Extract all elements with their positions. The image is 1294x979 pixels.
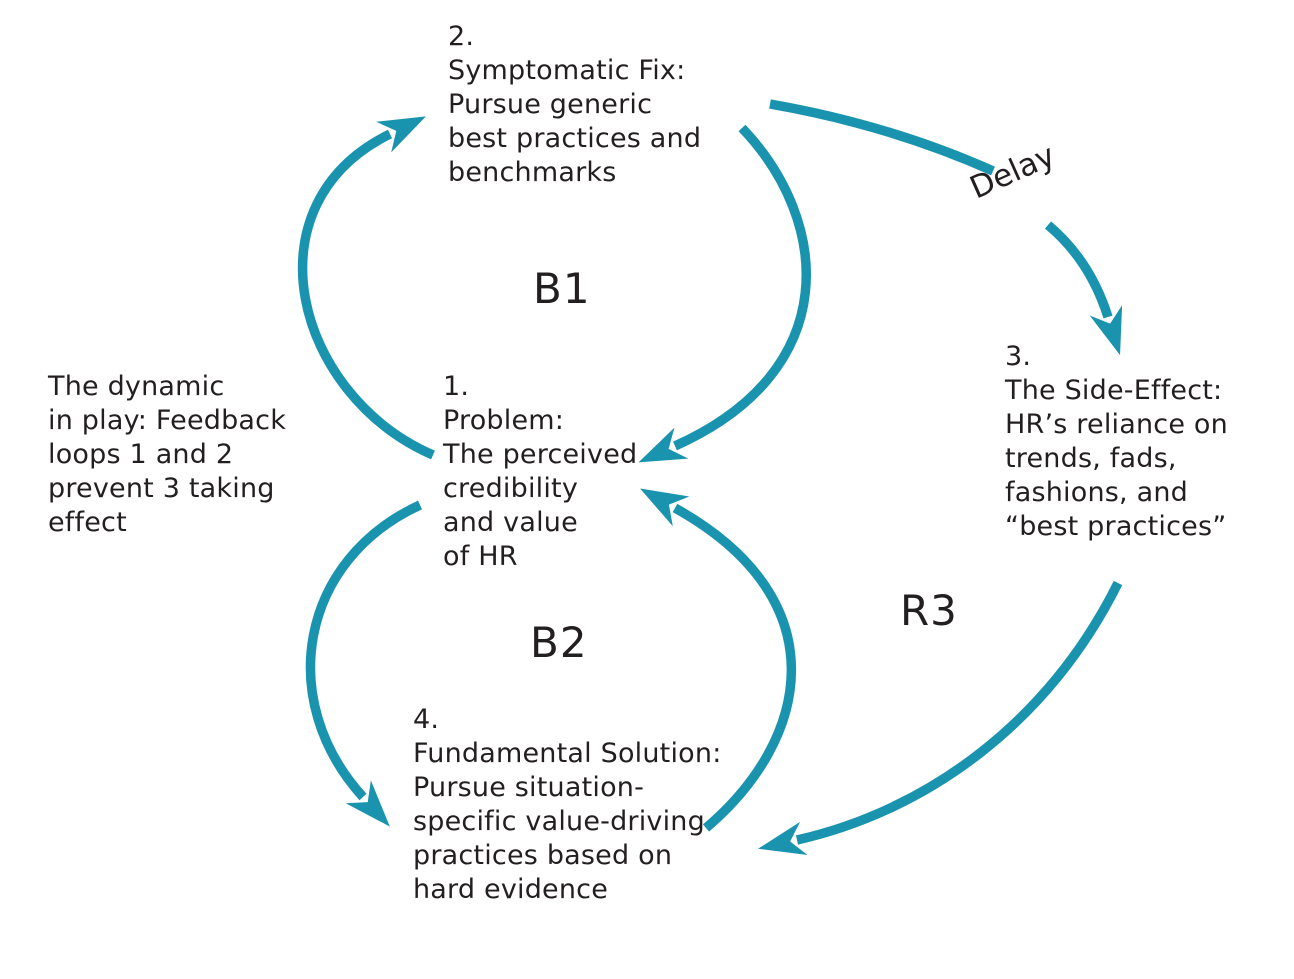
arrow-symptomatic-fix-to-problem bbox=[638, 124, 811, 463]
node-problem: 1. Problem: The perceived credibility an… bbox=[443, 371, 638, 572]
node-fundamental-solution: 4. Fundamental Solution: Pursue situatio… bbox=[413, 704, 722, 905]
loop-label-b1: B1 bbox=[533, 264, 591, 313]
node-side-effect: 3. The Side-Effect: HR’s reliance on tre… bbox=[1005, 341, 1228, 542]
arrow-side-effect-to-fundamental-solution bbox=[757, 580, 1123, 856]
arrow-fundamental-solution-to-problem bbox=[640, 488, 797, 832]
arrow-symptomatic-fix-to-side-effect-segment1 bbox=[769, 99, 995, 176]
node-symptomatic-fix: 2. Symptomatic Fix: Pursue generic best … bbox=[448, 21, 702, 188]
arrow-problem-to-fundamental-solution bbox=[305, 500, 422, 827]
dynamic-annotation: The dynamic in play: Feedback loops 1 an… bbox=[48, 371, 287, 538]
loop-label-r3: R3 bbox=[900, 586, 958, 635]
arrow-symptomatic-fix-to-side-effect-segment2 bbox=[1044, 221, 1123, 356]
arrow-problem-to-symptomatic-fix bbox=[297, 116, 435, 460]
loop-label-b2: B2 bbox=[530, 618, 588, 667]
